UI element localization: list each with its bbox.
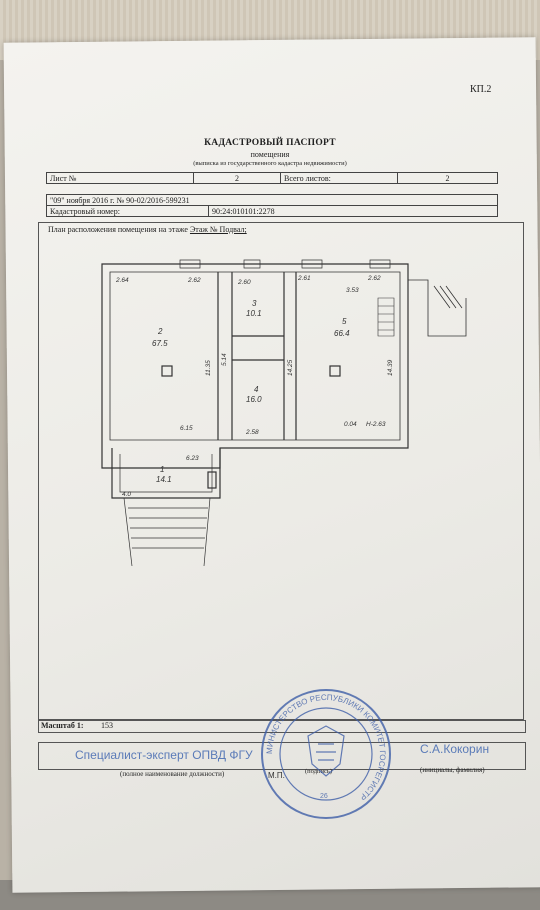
dimension-label: 2.62 [367, 275, 381, 282]
room-area: 66.4 [334, 329, 350, 338]
position-caption: (полное наименование должности) [120, 770, 225, 778]
dimension-label: 5.14 [221, 353, 228, 366]
dimension-label: 14.39 [387, 359, 394, 376]
partition-right [283, 272, 297, 440]
column [207, 471, 217, 489]
dimension-label: H-2.63 [366, 421, 386, 428]
document-title: КАДАСТРОВЫЙ ПАСПОРТ [204, 138, 336, 148]
partition-middle [232, 335, 284, 361]
document-note: (выписка из государственного кадастра не… [193, 160, 347, 167]
room-area: 10.1 [246, 309, 262, 318]
outer-wall [101, 263, 409, 469]
entrance-room-wall [111, 448, 221, 499]
signature-caption: (подпись) [305, 768, 332, 775]
stamp-outer-ring [261, 689, 391, 819]
position-handwritten: Специалист-эксперт ОПВД ФГУ [75, 748, 253, 762]
scale-value: 153 [101, 721, 113, 730]
floor-plan: 2 67.5 3 10.1 4 16.0 5 66.4 1 14.1 2.64 … [101, 259, 467, 566]
windows [179, 259, 391, 269]
form-code: КП.2 [470, 84, 492, 95]
cadastral-label: Кадастровый номер: [46, 205, 209, 217]
dimension-label: 2.61 [297, 275, 311, 282]
sheet-label: Лист № [46, 172, 194, 184]
dimension-label: 14.25 [287, 359, 294, 376]
plan-floor: Этаж № Подвал; [189, 225, 247, 234]
sheet-value: 2 [193, 172, 281, 184]
dimension-label: 2.64 [115, 277, 129, 284]
entrance-room-inner [119, 454, 213, 493]
room-no: 3 [252, 299, 257, 308]
total-value: 2 [397, 172, 498, 184]
plan-frame [38, 222, 524, 720]
room-area: 14.1 [156, 475, 172, 484]
inner-stair [377, 297, 395, 337]
record-table: "09" ноября 2016 г. № 90-02/2016-599231 … [46, 194, 498, 217]
eagle-emblem [307, 725, 345, 777]
mp-label: М.П. [268, 771, 285, 780]
signature-row [38, 742, 526, 770]
dimension-label: 4.0 [122, 491, 131, 498]
record-date-number: "09" ноября 2016 г. № 90-02/2016-599231 [46, 194, 498, 206]
sheet-info-table: Лист № 2 Всего листов: 2 [46, 172, 498, 184]
scale-row: Масштаб 1: 153 [38, 720, 526, 733]
room-no: 2 [157, 327, 163, 336]
cadastral-value: 90:24:010101:2278 [208, 205, 498, 217]
room-no: 1 [160, 465, 164, 474]
stamp-center-number: 26 [320, 793, 328, 800]
column [161, 365, 173, 377]
dimension-label: 2.58 [245, 429, 259, 436]
stamp-inner-ring [279, 707, 373, 801]
partition-left [217, 272, 233, 440]
name-caption: (инициалы, фамилия) [420, 766, 485, 774]
room-no: 5 [342, 317, 347, 326]
inner-wall [109, 271, 401, 441]
column [329, 365, 341, 377]
dimension-label: 6.23 [186, 455, 199, 462]
dimension-label: 2.62 [187, 277, 201, 284]
dimension-label: 2.60 [237, 279, 251, 286]
dimension-label: 6.15 [180, 425, 193, 432]
dimension-label: 11.35 [205, 360, 212, 376]
total-label: Всего листов: [280, 172, 398, 184]
name-handwritten: С.А.Кокорин [420, 742, 490, 756]
plan-label-text: План расположения помещения на этаже [48, 225, 188, 234]
room-no: 4 [254, 385, 259, 394]
official-stamp: МИНИСТЕРСТВО РЕСПУБЛИКИ КОМИТЕТ ГОСРЕГИС… [261, 689, 391, 819]
dimension-label: 0.04 [344, 421, 357, 428]
stamp-ring-text: МИНИСТЕРСТВО РЕСПУБЛИКИ КОМИТЕТ ГОСРЕГИС… [265, 693, 387, 802]
document-subtitle: помещения [250, 150, 290, 159]
dimension-label: 3.53 [346, 287, 359, 294]
outside-stair [408, 279, 467, 337]
room-area: 67.5 [152, 339, 168, 348]
entrance-stairs [123, 497, 211, 566]
scale-label: Масштаб 1: [41, 721, 84, 730]
room-area: 16.0 [246, 395, 262, 404]
plan-label: План расположения помещения на этаже Эта… [48, 225, 247, 234]
